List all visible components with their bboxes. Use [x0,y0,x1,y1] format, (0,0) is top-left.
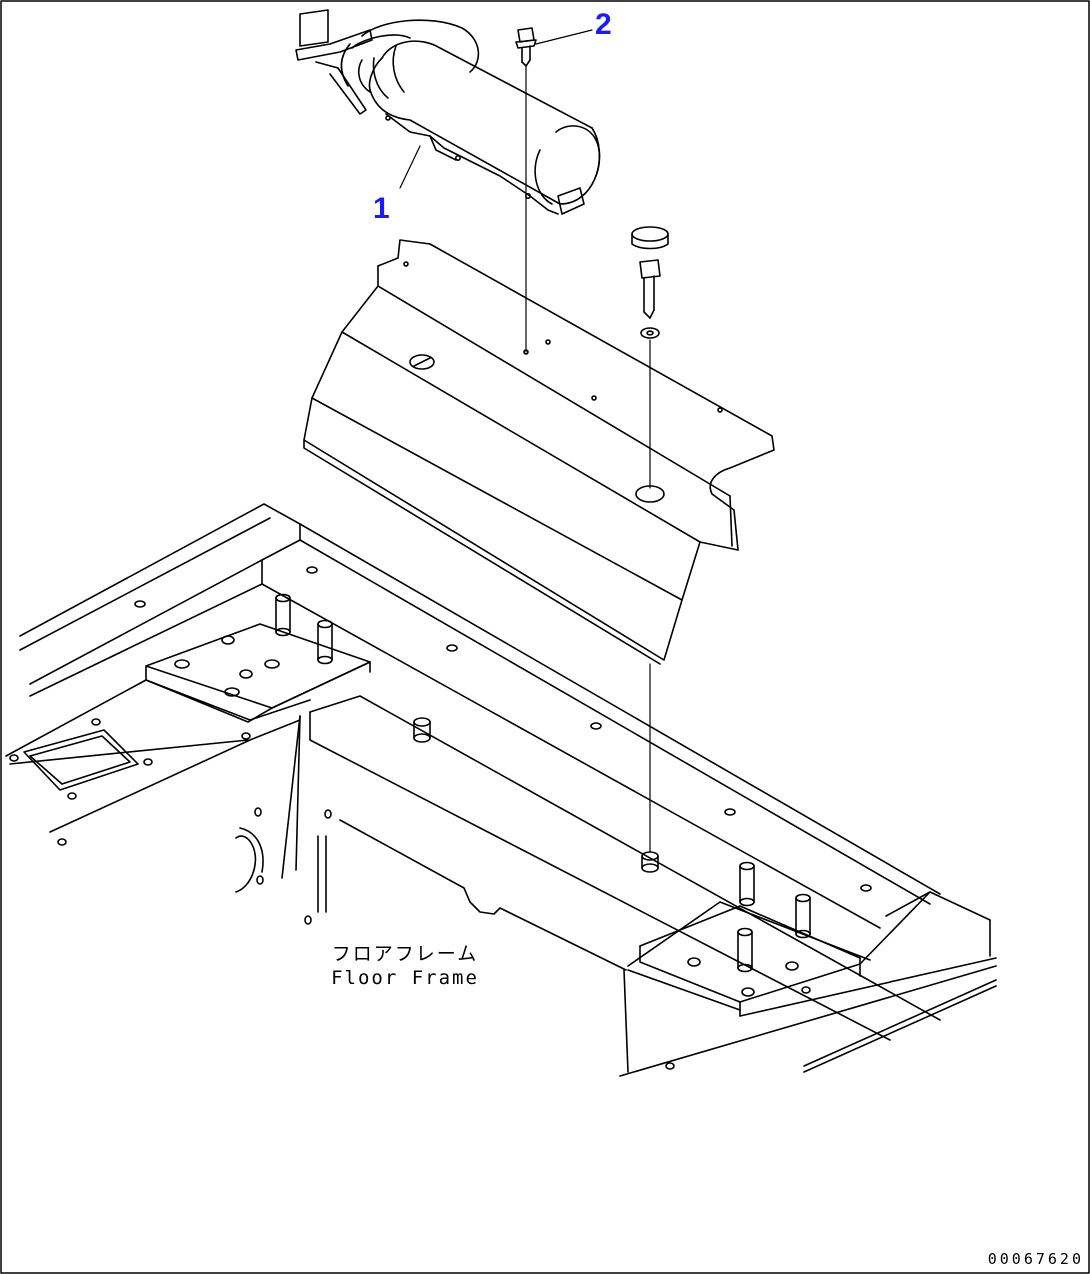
mounting-bracket [303,239,775,665]
floor-frame-label: フロアフレーム Floor Frame [320,942,490,990]
air-cleaner-part [295,9,601,215]
bolt-part-2 [515,27,537,67]
rubber-cap [631,226,669,250]
floor-frame-label-english: Floor Frame [331,967,479,989]
callout-1: 1 [373,192,390,225]
floor-frame [5,503,997,1077]
mounting-bolt [639,259,661,319]
washer [640,327,660,339]
callout-2-leader [535,29,593,45]
callout-2: 2 [595,8,612,41]
document-number: 00067620 [987,1250,1084,1268]
floor-frame-label-japanese: フロアフレーム [331,943,479,965]
callout-1-leader [399,145,421,189]
